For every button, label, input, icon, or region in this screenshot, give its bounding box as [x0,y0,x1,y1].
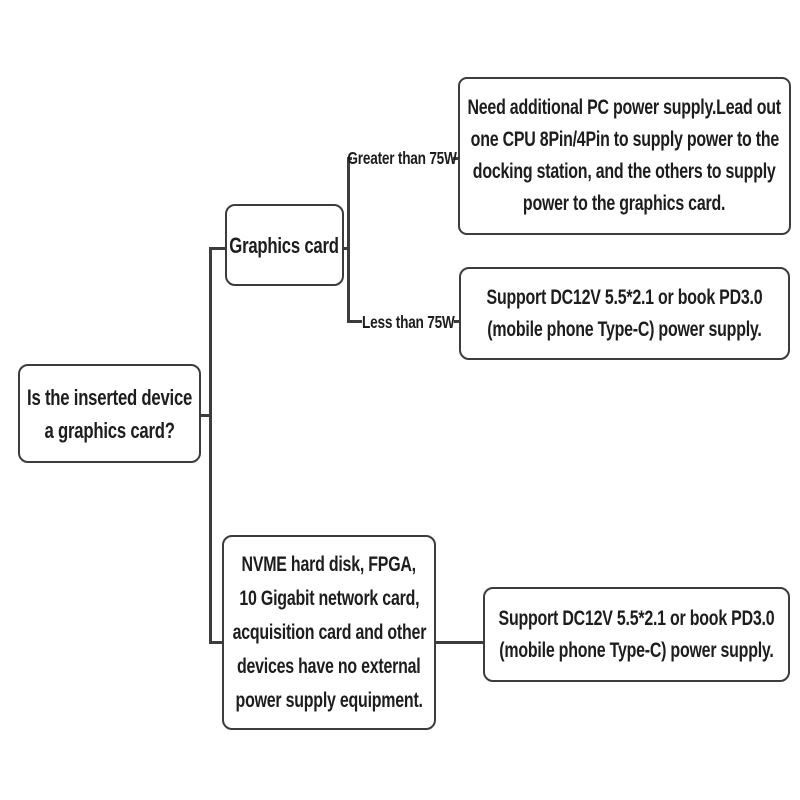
edge-label-less-than-75w-text: Less than 75W [361,311,455,332]
connector-trunk-vertical [209,247,212,644]
edge-label-greater-than-75w: Greater than 75W [348,147,457,169]
node-result-high-power: Need additional PC power supply.Lead out… [458,77,791,235]
node-result-low-power: Support DC12V 5.5*2.1 or book PD3.0 (mob… [459,267,790,360]
connector-other-devices-left-stub [210,641,223,644]
connector-graphics-card-right-stub [343,247,348,250]
edge-label-less-than-75w: Less than 75W [361,311,455,333]
node-other-devices-line-5: power supply equipment. [235,688,423,712]
node-result-low-power-line-2: (mobile phone Type-C) power supply. [487,317,762,341]
node-result-high-power-line-1: Need additional PC power supply.Lead out [467,96,782,119]
node-question: Is the inserted device a graphics card? [18,364,201,463]
node-result-high-power-line-4: power to the graphics card. [523,192,726,215]
node-result-high-power-line-3: docking station, and the others to suppl… [473,160,776,183]
connector-greater-left-dash [348,157,355,160]
edge-label-greater-than-75w-text: Greater than 75W [347,147,458,168]
connector-graphics-card-left-stub [210,247,226,250]
node-result-low-power-line-1: Support DC12V 5.5*2.1 or book PD3.0 [486,285,763,309]
node-question-line-1: Is the inserted device [26,384,193,410]
node-other-devices-line-1: NVME hard disk, FPGA, [241,552,417,576]
node-result-other-devices-line-2: (mobile phone Type-C) power supply. [499,638,774,662]
connector-branch-vertical [347,157,350,323]
node-result-other-devices: Support DC12V 5.5*2.1 or book PD3.0 (mob… [483,587,790,682]
node-other-devices: NVME hard disk, FPGA, 10 Gigabit network… [222,535,436,730]
connector-less-right-dash [451,320,459,323]
node-other-devices-line-2: 10 Gigabit network card, [239,586,419,610]
connector-greater-right-dash [448,157,458,160]
connector-less-left-dash [348,320,365,323]
node-result-other-devices-line-1: Support DC12V 5.5*2.1 or book PD3.0 [498,606,775,630]
node-graphics-card: Graphics card [225,204,344,286]
connector-question-stub [200,414,210,417]
node-other-devices-line-4: devices have no external [237,654,421,678]
node-other-devices-line-3: acquisition card and other [232,620,426,644]
node-question-line-2: a graphics card? [44,417,175,443]
connector-other-devices-right [436,641,483,644]
node-graphics-card-label: Graphics card [229,232,340,258]
node-result-high-power-line-2: one CPU 8Pin/4Pin to supply power to the [470,128,779,151]
